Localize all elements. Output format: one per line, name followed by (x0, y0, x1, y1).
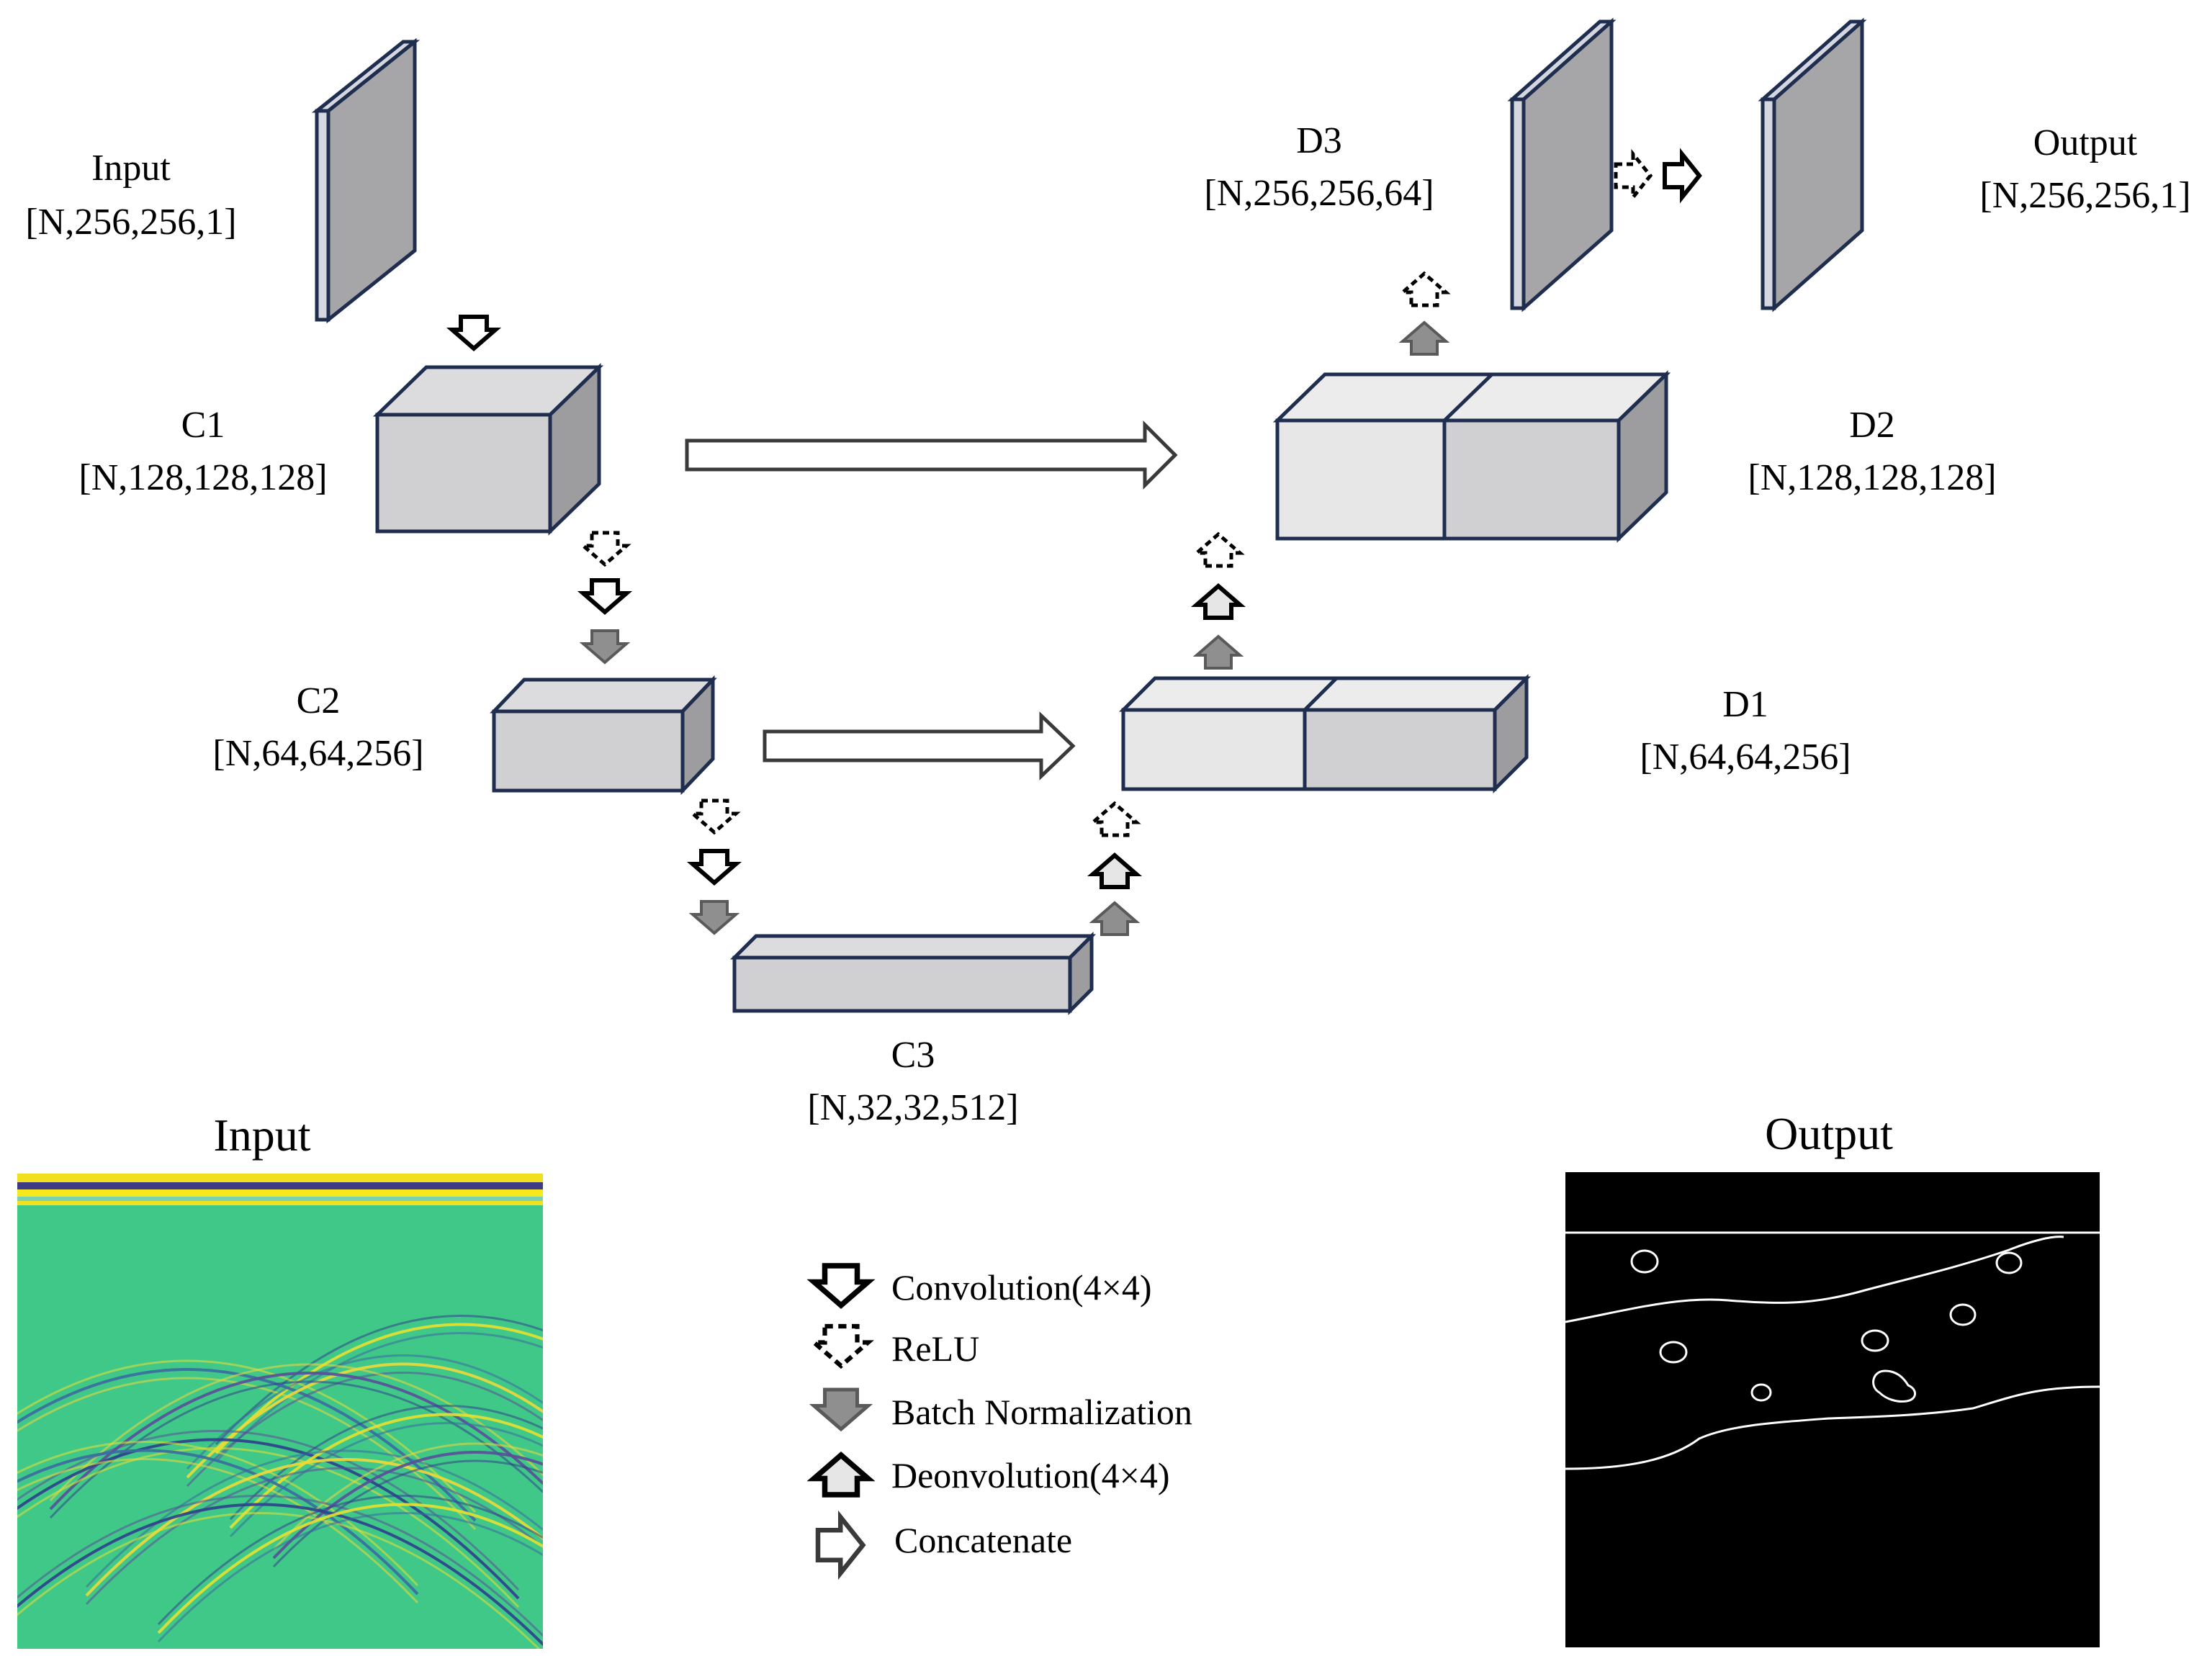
legend-deconvolution-icon (814, 1455, 868, 1495)
c3-deconv-up-arrow-icon (1093, 855, 1136, 887)
d1-relu-up-arrow-icon (1197, 534, 1240, 566)
d1-shape-label: [N,64,64,256] (1640, 737, 1851, 778)
d2-block-front-right (1442, 418, 1621, 541)
output-shape-label: [N,256,256,1] (1979, 175, 2190, 216)
seismic-reflection-curve (229, 1413, 543, 1529)
legend-batch-norm-label: Batch Normalization (891, 1392, 1192, 1432)
legend-convolution-icon (814, 1266, 868, 1305)
c2-shape-label: [N,64,64,256] (212, 733, 423, 774)
c2-block-front-face (492, 709, 685, 793)
seismic-reflection-curve (229, 1405, 543, 1521)
legend-relu-label: ReLU (891, 1328, 979, 1369)
seismic-reflection-curve (186, 1354, 543, 1470)
seismic-reflection-curve (186, 1372, 543, 1488)
input-name-label: Input (91, 148, 171, 189)
legend: Convolution(4×4) ReLU Batch Normalizatio… (814, 1266, 1192, 1573)
legend-relu-icon (814, 1326, 868, 1366)
seismic-reflection-curve (49, 1363, 543, 1502)
c3-block-front-face (732, 955, 1072, 1013)
d1-name-label: D1 (1722, 684, 1768, 725)
seismic-reflection-curve (17, 1430, 520, 1591)
c1-conv-arrow-icon (583, 580, 626, 612)
output-panel: Output (1565, 1108, 2100, 1647)
input-panel-title: Input (213, 1110, 310, 1161)
c2-name-label: C2 (297, 680, 341, 721)
d2-shape-label: [N,128,128,128] (1748, 457, 1996, 498)
output-layer-front-face (1772, 17, 1864, 312)
d3-name-label: D3 (1296, 120, 1342, 161)
d1-bn-up-arrow-icon (1195, 635, 1241, 670)
c1-relu-arrow-icon (583, 533, 626, 564)
seismic-reflection-curve (157, 1512, 543, 1643)
seismic-reflection-curve (17, 1359, 477, 1513)
input-to-c1-conv-arrow-icon (452, 317, 495, 348)
d2-block-top-divider (1443, 373, 1493, 422)
seismic-reflection-curve (229, 1422, 543, 1538)
c1-block-front-face (375, 413, 552, 534)
seismic-reflection-curve (17, 1495, 543, 1637)
c3-relu-up-arrow-icon (1093, 804, 1136, 835)
c3-bn-up-arrow-icon (1092, 901, 1138, 936)
d2-block-front-left (1275, 418, 1447, 541)
seismic-reflection-curve (17, 1377, 477, 1531)
seismic-reflection-curve (272, 1442, 543, 1551)
c1-shape-label: [N,128,128,128] (78, 457, 327, 498)
seismic-reflection-curve (17, 1368, 477, 1522)
d1-deconv-up-arrow-icon (1197, 586, 1240, 618)
c2-to-d1-skip-arrow-icon (763, 711, 1076, 780)
d1-block-front-right (1303, 708, 1497, 791)
d1-block-top-divider (1303, 677, 1338, 711)
c1-to-d2-skip-arrow-icon (685, 420, 1178, 490)
seismic-reflection-curve (85, 1467, 543, 1606)
d2-block-top-face (1272, 372, 1671, 423)
output-name-label: Output (2033, 122, 2138, 163)
c2-conv-arrow-icon (693, 851, 736, 883)
output-panel-title: Output (1765, 1108, 1893, 1159)
c3-name-label: C3 (891, 1035, 935, 1076)
c2-block-top-face (490, 678, 717, 714)
c2-relu-arrow-icon (693, 801, 736, 832)
d1-block-top-face (1118, 676, 1532, 712)
flow-arrows (452, 154, 1699, 936)
legend-convolution-label: Convolution(4×4) (891, 1267, 1152, 1308)
legend-concatenate-icon (818, 1517, 863, 1573)
d2-bn-up-arrow-icon (1401, 321, 1447, 356)
d3-layer-front-face (1521, 17, 1614, 312)
seismic-reflection-curve (157, 1503, 543, 1634)
seismic-reflection-curve (17, 1512, 541, 1649)
d2-name-label: D2 (1849, 405, 1895, 446)
c3-shape-label: [N,32,32,512] (807, 1087, 1018, 1128)
seismic-reflection-curve (17, 1447, 520, 1608)
legend-concatenate-label: Concatenate (894, 1520, 1072, 1560)
node-labels: Input [N,256,256,1] C1 [N,128,128,128] C… (25, 120, 2190, 1128)
d3-shape-label: [N,256,256,64] (1204, 173, 1434, 214)
c1-name-label: C1 (181, 405, 225, 446)
d3-conv-right-arrow-icon (1665, 154, 1699, 197)
c1-bn-arrow-icon (582, 629, 628, 664)
legend-deconvolution-label: Deonvolution(4×4) (891, 1455, 1169, 1495)
seismic-reflection-curve (186, 1362, 543, 1479)
seismic-reflection-curve (215, 1315, 543, 1446)
c3-block-top-face (729, 934, 1097, 960)
seismic-reflection-curve (157, 1495, 543, 1626)
blocks (311, 17, 1867, 1016)
seismic-reflection-curve (17, 1438, 520, 1600)
d2-relu-up-arrow-icon (1403, 274, 1446, 305)
input-panel: Input (17, 1110, 543, 1649)
d1-block-front-left (1121, 708, 1307, 791)
seismic-reflection-curve (17, 1458, 419, 1604)
d3-relu-right-arrow-icon (1616, 154, 1650, 197)
output-mask-image (1565, 1172, 2100, 1647)
seismic-input-image (17, 1174, 543, 1649)
seismic-reflection-curve (17, 1503, 543, 1647)
legend-batch-norm-icon (814, 1390, 868, 1429)
c2-bn-arrow-icon (691, 900, 737, 935)
input-shape-label: [N,256,256,1] (25, 202, 236, 243)
input-layer-front-face (326, 37, 417, 324)
seismic-reflection-curve (85, 1458, 543, 1597)
